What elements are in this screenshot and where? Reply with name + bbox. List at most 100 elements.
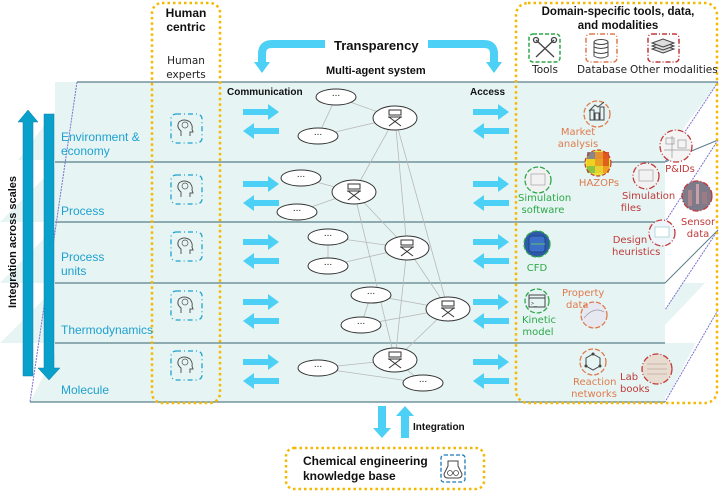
communication-arrow-3-right — [243, 294, 279, 310]
sensor-data-label-1: Sensor — [680, 217, 716, 228]
layer-label-process-units-2: units — [61, 264, 87, 278]
simulation-software-label-1: Simulation — [518, 193, 572, 204]
simulation-files-label-2: files — [620, 203, 642, 214]
agent-nodes — [276, 88, 471, 392]
agent-node-label: ... — [356, 316, 366, 327]
agent-edge — [393, 247, 408, 361]
integration-arrow-down — [373, 406, 391, 438]
agent-node — [307, 228, 349, 246]
agent-node-label: ... — [323, 257, 333, 268]
simulation-software-icon — [524, 166, 552, 194]
wrench-screwdriver-icon — [532, 36, 558, 58]
agent-node — [307, 257, 349, 275]
sensor-data-icon — [681, 180, 713, 212]
agent-node-label: ... — [366, 286, 376, 297]
human-expert-icon — [170, 290, 203, 321]
svg-text:>_: >_ — [531, 301, 538, 307]
human-expert-icon — [170, 174, 203, 205]
access-arrow-3-right — [473, 294, 509, 310]
agent-node — [402, 374, 444, 392]
database-legend-frame — [585, 33, 618, 63]
domain-specific-title-2: and modalities — [577, 20, 659, 32]
knowledge-base-icon — [440, 454, 466, 483]
multi-agent-system-title: Multi-agent system — [326, 65, 426, 77]
director-chair-icon — [388, 109, 402, 127]
scale-arrow-down — [37, 113, 61, 381]
simulation-files-label-1: Simulation — [622, 191, 676, 202]
database-icon — [593, 39, 609, 59]
cfd-label: CFD — [526, 263, 548, 274]
pids-label: P&IDs — [665, 164, 695, 175]
integration-across-scales-label: Integration across scales — [7, 175, 19, 309]
communication-arrow-4-right — [243, 354, 279, 370]
orchestrator-agent-node — [372, 347, 418, 373]
access-arrow-2-left — [473, 253, 509, 269]
director-chair-icon — [347, 183, 361, 201]
agent-node-label: ... — [418, 374, 428, 385]
access-label: Access — [470, 87, 506, 98]
agent-edge — [353, 117, 396, 193]
layer-label-thermodynamics: Thermodynamics — [61, 323, 154, 337]
agent-node-label: ... — [313, 127, 323, 138]
knowledge-base-label-1: Chemical engineering — [303, 454, 428, 468]
design-heuristics-label-1: Design — [612, 235, 648, 246]
layer-label-molecule: Molecule — [61, 383, 110, 397]
hazops-label: HAZOPs — [578, 178, 620, 189]
kinetic-model-icon: >_ — [524, 288, 550, 314]
access-arrow-4-right — [473, 354, 509, 370]
kb-integration-arrows — [373, 406, 414, 438]
agent-edge — [394, 117, 409, 249]
reaction-networks-label-2: networks — [571, 389, 617, 400]
property-data-icon — [580, 301, 608, 329]
agent-edge — [353, 191, 397, 361]
design-heuristics-label-2: heuristics — [612, 247, 661, 258]
sensor-data-label-2: data — [686, 229, 710, 240]
layers-icon — [650, 38, 676, 54]
simulation-software-label-2: software — [521, 205, 565, 216]
layer-label-environment-1: Environment & — [61, 130, 140, 144]
human-expert-icon — [170, 113, 203, 144]
communication-arrow-0-right — [243, 104, 279, 120]
transparency-arrow-left — [258, 40, 325, 62]
kinetic-model-label-1: Kinetic — [522, 315, 557, 326]
market-analysis-icon — [583, 100, 611, 128]
director-chair-icon — [400, 239, 414, 257]
agent-node — [276, 203, 318, 221]
simulation-files-icon — [632, 162, 660, 190]
design-heuristics-icon — [648, 219, 676, 247]
communication-arrows — [243, 104, 279, 389]
reaction-networks-icon — [579, 348, 607, 376]
access-arrow-0-right — [473, 104, 509, 120]
communication-arrow-1-left — [243, 195, 279, 211]
reaction-networks-label-1: Reaction — [573, 377, 617, 388]
tools-legend-frame — [528, 33, 561, 63]
property-data-label-1: Property — [562, 288, 605, 299]
legend-label-database: Database — [576, 64, 628, 76]
resource-icons: >_ — [523, 100, 713, 385]
legend-label-other-modalities: Other modalities — [630, 64, 718, 76]
agent-node-label: ... — [292, 203, 302, 214]
integration-arrow-up — [396, 406, 414, 438]
layer-label-process-units-1: Process — [61, 250, 105, 264]
human-experts-label-2: experts — [166, 69, 206, 81]
access-arrow-2-right — [473, 234, 509, 250]
scale-arrow-up — [17, 109, 39, 377]
layer-planes — [0, 81, 719, 403]
agent-edge — [394, 117, 450, 310]
transparency-arrows — [254, 40, 502, 73]
orchestrator-agent-node — [425, 296, 471, 322]
agent-node — [280, 169, 322, 187]
integration-label: Integration — [413, 422, 465, 433]
communication-arrow-4-left — [243, 373, 279, 389]
access-arrows — [473, 104, 509, 389]
layer-label-process: Process — [61, 204, 105, 218]
access-arrow-1-right — [473, 176, 509, 192]
hazops-icon — [584, 149, 612, 177]
agent-node-label: ... — [313, 359, 323, 370]
access-arrow-4-left — [473, 373, 509, 389]
market-analysis-label-2: analysis — [557, 139, 599, 150]
pids-icon — [659, 129, 693, 163]
agent-node — [297, 127, 339, 145]
property-data-label-2: data — [566, 300, 589, 311]
